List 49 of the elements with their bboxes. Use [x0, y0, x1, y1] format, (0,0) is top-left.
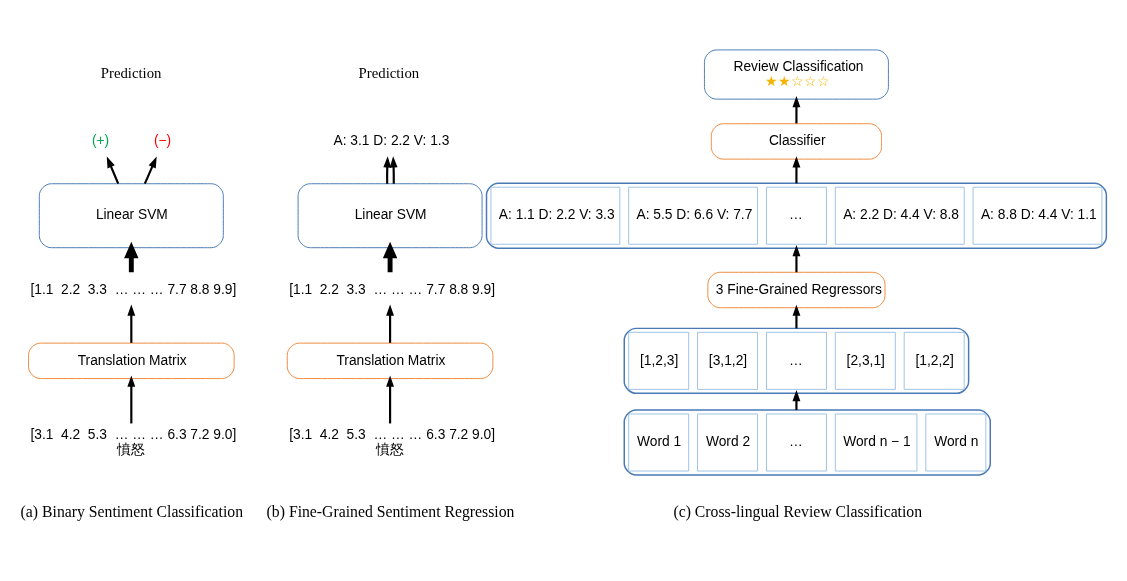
node-box: Word 1 [628, 413, 690, 472]
arrow [389, 156, 398, 184]
node-box: Word n − 1 [834, 413, 918, 472]
node-box: A: 8.8 D: 4.4 V: 1.1 [972, 186, 1103, 245]
arrow [792, 390, 801, 411]
node-text: A: 3.1 D: 2.2 V: 1.3 [333, 133, 450, 149]
node-text: (−) [153, 133, 172, 149]
arrow [386, 375, 395, 424]
node-box: A: 1.1 D: 2.2 V: 3.3 [490, 186, 621, 245]
node-box: [1,2,2] [903, 331, 965, 390]
node-box: A: 5.5 D: 6.6 V: 7.7 [628, 186, 759, 245]
node-text: [3.1 4.2 5.3 … … … 6.3 7.2 9.0] 憤怒 [289, 426, 496, 457]
label: Prediction [100, 64, 162, 81]
node-box: Linear SVM [38, 183, 224, 249]
node-box: Translation Matrix [28, 342, 235, 380]
node-box: 3 Fine-Grained Regressors [707, 271, 886, 309]
label: (a) Binary Sentiment Classification [20, 503, 244, 521]
arrow [792, 304, 801, 329]
node-box: … [765, 186, 827, 245]
arrow [106, 156, 120, 185]
cluster [623, 409, 991, 476]
node-box: Linear SVM [297, 183, 483, 249]
cluster [623, 327, 970, 395]
label: (b) Fine-Grained Sentiment Regression [266, 503, 515, 521]
arrow [792, 156, 801, 184]
node-box: Review Classification ★★☆☆☆ [703, 49, 889, 100]
node-text: [3.1 4.2 5.3 … … … 6.3 7.2 9.0] 憤怒 [30, 426, 237, 457]
arrow [386, 304, 395, 343]
node-text: [1.1 2.2 3.3 … … … 7.7 8.8 9.9] [289, 281, 496, 297]
node-box: Word n [925, 413, 987, 472]
node-box: [1,2,3] [628, 331, 690, 390]
node-box: [2,3,1] [834, 331, 896, 390]
node-box: Classifier [710, 123, 883, 160]
node-box: … [765, 413, 827, 472]
arrow [143, 156, 157, 185]
arrow [792, 244, 801, 273]
arrow [792, 96, 801, 124]
arrow [127, 304, 136, 343]
node-box: Translation Matrix [286, 342, 494, 380]
node-box: [3,1,2] [697, 331, 759, 390]
node-box: Word 2 [697, 413, 759, 472]
node-box: … [765, 331, 827, 390]
cluster [485, 182, 1108, 249]
label: (c) Cross-lingual Review Classification [673, 503, 923, 521]
node-text: [1.1 2.2 3.3 … … … 7.7 8.8 9.9] [30, 281, 237, 297]
node-box: A: 2.2 D: 4.4 V: 8.8 [834, 186, 965, 245]
node-text: (+) [91, 133, 110, 149]
label: Prediction [358, 64, 420, 81]
arrow [127, 375, 136, 424]
